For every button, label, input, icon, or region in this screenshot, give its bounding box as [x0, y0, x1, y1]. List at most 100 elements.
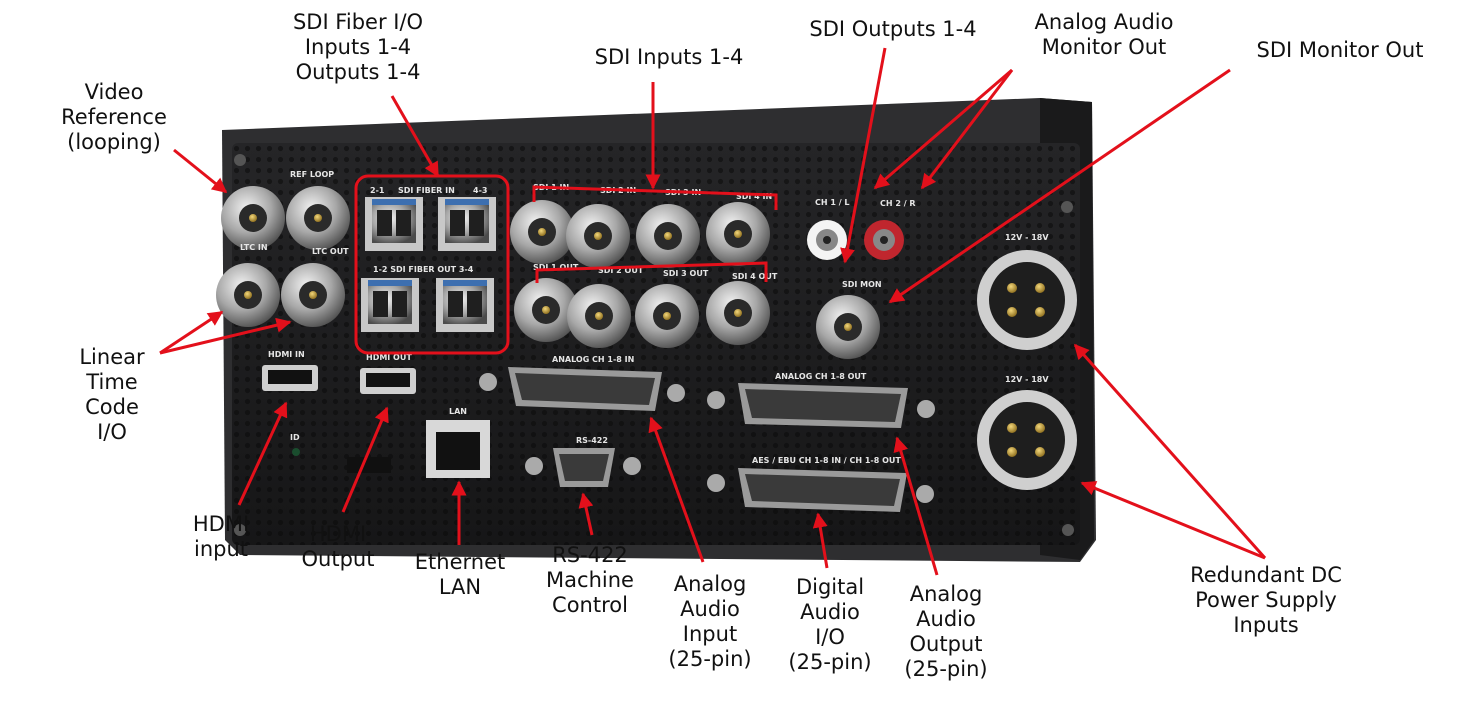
annotation-arrows — [159, 47, 1267, 576]
silk-ref-loop: REF LOOP — [290, 170, 334, 179]
callout-analog-monitor: Analog Audio Monitor Out — [1024, 10, 1184, 60]
callout-line: I/O — [97, 420, 127, 444]
silk-sdi-mon: SDI MON — [842, 280, 882, 289]
arrow-hdmi-out — [341, 406, 389, 513]
callout-hdmi-output: HDMI Output — [288, 522, 388, 572]
id-indicator — [292, 448, 391, 473]
callout-line: HDMI — [309, 522, 367, 546]
callout-line: SDI Inputs 1-4 — [594, 45, 744, 69]
callout-line: Input — [682, 622, 738, 646]
arrow-digital-io — [812, 512, 829, 569]
callout-line: Output — [909, 632, 983, 656]
silk-hdmi-out: HDMI OUT — [366, 353, 412, 362]
silk-aes: AES / EBU CH 1-8 IN / CH 1-8 OUT — [752, 456, 901, 465]
silk-fiber-right: 4-3 — [473, 186, 487, 195]
silk-hdmi-in: HDMI IN — [268, 350, 305, 359]
callout-line: (25-pin) — [668, 647, 752, 671]
callout-hdmi-input: HDMI input — [176, 512, 266, 562]
silk-lan: LAN — [449, 407, 467, 416]
callout-line: Code — [85, 395, 139, 419]
callout-sdi-outputs: SDI Outputs 1-4 — [798, 17, 988, 42]
ethernet-port — [426, 420, 490, 478]
silk-analog-in: ANALOG CH 1-8 IN — [552, 355, 634, 364]
callout-line: (25-pin) — [788, 650, 872, 674]
callout-line: Redundant DC — [1190, 563, 1342, 587]
callout-analog-output: Analog Audio Output (25-pin) — [894, 582, 998, 682]
silk-id: ID — [290, 433, 300, 442]
callout-sdi-fiber: SDI Fiber I/O Inputs 1-4 Outputs 1-4 — [288, 10, 428, 85]
silk-analog-out: ANALOG CH 1-8 OUT — [775, 372, 867, 381]
arrow-sdi-fiber — [390, 95, 440, 178]
analog-monitor-jacks — [807, 220, 904, 260]
callout-line: Video — [84, 80, 144, 104]
callout-line: Monitor Out — [1041, 35, 1167, 59]
silk-fiber-left: 2-1 — [370, 186, 385, 195]
arrow-dc-power-1 — [1073, 343, 1267, 559]
callout-line: SDI Outputs 1-4 — [809, 17, 977, 41]
silk-fiber-out: 1-2 SDI FIBER OUT 3-4 — [373, 265, 474, 274]
callout-line: Inputs 1-4 — [304, 35, 412, 59]
arrow-rs422 — [578, 492, 594, 536]
sdi-fiber-ports — [361, 197, 496, 332]
arrow-analog-monitor-1 — [873, 68, 1013, 190]
callout-line: Outputs 1-4 — [295, 60, 421, 84]
callout-line: Output — [301, 547, 375, 571]
arrow-analog-in — [648, 416, 705, 563]
silk-ltc-in: LTC IN — [240, 243, 268, 252]
callout-line: SDI Monitor Out — [1256, 38, 1424, 62]
panel-silkscreen: REF LOOP LTC IN LTC OUT 2-1 SDI FIBER IN… — [240, 170, 1049, 465]
arrow-sdi-outputs — [840, 47, 887, 264]
callout-ltc: Linear Time Code I/O — [62, 345, 162, 445]
silk-ltc-out: LTC OUT — [312, 247, 349, 256]
arrow-analog-monitor-2 — [920, 69, 1014, 190]
dc-power-connectors — [977, 250, 1077, 490]
callout-line: Audio — [680, 597, 740, 621]
arrow-analog-out — [893, 436, 939, 576]
callout-line: (looping) — [67, 130, 161, 154]
callout-line: RS-422 — [552, 543, 628, 567]
silk-sdi2-out: SDI 2 OUT — [598, 266, 644, 275]
silk-power2: 12V - 18V — [1005, 375, 1049, 384]
callout-analog-input: Analog Audio Input (25-pin) — [660, 572, 760, 672]
callout-ethernet: Ethernet LAN — [404, 550, 516, 600]
arrow-ltc-1 — [159, 310, 224, 355]
callout-line: Machine — [546, 568, 634, 592]
rs422-port — [525, 448, 641, 487]
ltc-connectors — [216, 263, 345, 327]
callout-line: Analog Audio — [1034, 10, 1174, 34]
callout-sdi-inputs: SDI Inputs 1-4 — [584, 45, 754, 70]
sdi-input-connectors — [510, 200, 770, 268]
sdi-output-connectors — [514, 278, 770, 348]
silk-sdi4-out: SDI 4 OUT — [732, 272, 778, 281]
callout-digital-audio: Digital Audio I/O (25-pin) — [780, 575, 880, 675]
arrow-dc-power-2 — [1080, 481, 1266, 560]
silk-fiber-in: SDI FIBER IN — [398, 186, 455, 195]
arrow-ltc-2 — [159, 317, 292, 355]
callout-line: Audio — [800, 600, 860, 624]
callout-line: Power Supply — [1195, 588, 1337, 612]
silk-sdi4-in: SDI 4 IN — [736, 192, 772, 201]
silk-ch1: CH 1 / L — [815, 198, 850, 207]
callout-rs422: RS-422 Machine Control — [530, 543, 650, 618]
callout-line: (25-pin) — [904, 657, 988, 681]
sdi-monitor-connector — [816, 295, 880, 359]
callout-line: Linear — [79, 345, 145, 369]
sdi-inputs-bracket — [532, 185, 778, 210]
callout-video-reference: Video Reference (looping) — [54, 80, 174, 155]
digital-audio-port — [707, 468, 934, 512]
silk-sdi1-out: SDI 1 OUT — [533, 263, 579, 272]
callout-line: Time — [86, 370, 138, 394]
callout-line: SDI Fiber I/O — [292, 10, 424, 34]
silk-ch2: CH 2 / R — [880, 199, 916, 208]
arrow-video-ref — [173, 148, 228, 194]
arrow-hdmi-in — [237, 401, 288, 506]
analog-input-port — [479, 367, 685, 411]
callout-line: Audio — [916, 607, 976, 631]
callout-dc-power: Redundant DC Power Supply Inputs — [1180, 563, 1352, 638]
silk-power1: 12V - 18V — [1005, 233, 1049, 242]
silk-sdi3-out: SDI 3 OUT — [663, 269, 709, 278]
callout-line: Control — [552, 593, 628, 617]
ref-loop-connectors — [221, 186, 350, 250]
callout-line: HDMI — [192, 512, 250, 536]
